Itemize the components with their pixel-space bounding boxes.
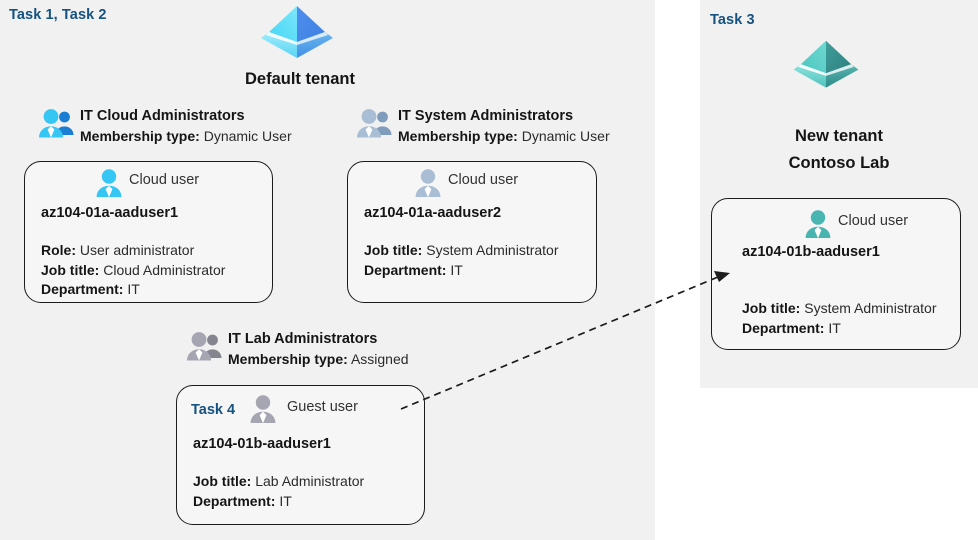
group-users-icon-cloud-admins — [38, 107, 78, 143]
membership-type-label-2: Membership type: — [398, 128, 518, 144]
attr-department: Department: IT — [364, 261, 559, 281]
attr-job-title: Job title: Lab Administrator — [193, 472, 364, 492]
attr-job-title-label-2: Job title: — [364, 242, 423, 258]
attr-job-title-value-2: System Administrator — [426, 242, 559, 258]
attr-job-title-label-4: Job title: — [742, 300, 801, 316]
attr-department-label-4: Department: — [742, 319, 825, 336]
user-type-aaduser2: Cloud user — [448, 172, 519, 188]
attr-job-title: Job title: System Administrator — [364, 241, 559, 261]
membership-type-label-3: Membership type: — [228, 351, 348, 367]
user-card-aaduser1-newtenant[interactable]: Cloud user az104-01b-aaduser1 Job title:… — [711, 198, 961, 350]
default-tenant-title: Default tenant — [244, 70, 355, 88]
membership-type-label: Membership type: — [80, 128, 200, 144]
attr-job-title: Job title: Cloud Administrator — [41, 261, 225, 281]
user-upn-newtenant: az104-01b-aaduser1 — [742, 244, 880, 260]
attr-department-label-3: Department: — [193, 492, 276, 509]
user-upn-aaduser1: az104-01a-aaduser1 — [41, 205, 179, 221]
group-name-it-lab-administrators: IT Lab Administrators — [228, 331, 378, 347]
attr-department-label: Department: — [41, 281, 124, 297]
group-membership-it-cloud-administrators: Membership type: Dynamic User — [80, 126, 292, 146]
membership-type-value-2: Dynamic User — [521, 128, 610, 144]
attr-role: Role: User administrator — [41, 241, 225, 261]
cloud-user-icon-aaduser1 — [95, 168, 123, 198]
attr-department-value-4: IT — [828, 319, 841, 336]
attr-department-label-2: Department: — [364, 261, 447, 278]
user-type-newtenant: Cloud user — [838, 213, 909, 229]
attr-job-title-value-3: Lab Administrator — [255, 473, 365, 489]
user-card-aaduser1-cloud[interactable]: Cloud user az104-01a-aaduser1 Role: User… — [24, 161, 273, 303]
user-attrs-aaduser2: Job title: System Administrator Departme… — [364, 241, 559, 280]
user-attrs-aaduser1: Role: User administrator Job title: Clou… — [41, 241, 225, 300]
attr-job-title-label: Job title: — [41, 261, 100, 278]
task-label-card-guest: Task 4 — [191, 402, 236, 418]
attr-job-title-label-3: Job title: — [193, 473, 252, 489]
attr-job-title: Job title: System Administrator — [742, 299, 937, 319]
user-type-guest: Guest user — [287, 399, 358, 415]
azure-ad-tenant-icon-new — [790, 37, 862, 95]
azure-ad-tenant-icon-default — [257, 2, 337, 66]
attr-department: Department: IT — [193, 492, 364, 512]
user-upn-guest: az104-01b-aaduser1 — [193, 436, 331, 452]
task-label-left: Task 1, Task 2 — [9, 7, 107, 23]
group-users-icon-lab-admins — [186, 330, 226, 366]
attr-department: Department: IT — [41, 280, 225, 300]
user-card-aaduser2-cloud[interactable]: Cloud user az104-01a-aaduser2 Job title:… — [347, 161, 597, 303]
membership-type-value: Dynamic User — [203, 128, 292, 144]
membership-type-value-3: Assigned — [350, 351, 409, 367]
new-tenant-title-line2: Contoso Lab — [788, 154, 890, 172]
cloud-user-icon-aaduser2 — [414, 168, 442, 198]
attr-department-value-2: IT — [450, 261, 463, 278]
group-users-icon-system-admins — [356, 107, 396, 143]
attr-job-title-value: Cloud Administrator — [103, 261, 226, 278]
attr-department-value-3: IT — [279, 492, 292, 509]
attr-role-value: User administrator — [79, 242, 195, 258]
user-card-aaduser1-guest[interactable]: Task 4 Guest user az104-01b-aaduser1 Job… — [176, 385, 425, 525]
attr-role-label: Role: — [41, 242, 76, 258]
user-upn-aaduser2: az104-01a-aaduser2 — [364, 205, 502, 221]
group-name-it-system-administrators: IT System Administrators — [398, 108, 574, 124]
group-membership-it-lab-administrators: Membership type: Assigned — [228, 349, 409, 369]
attr-department: Department: IT — [742, 319, 937, 339]
attr-department-value: IT — [127, 281, 140, 297]
group-membership-it-system-administrators: Membership type: Dynamic User — [398, 126, 610, 146]
attr-job-title-value-4: System Administrator — [804, 300, 937, 316]
task-label-right: Task 3 — [710, 12, 755, 28]
user-type-aaduser1: Cloud user — [129, 172, 200, 188]
guest-user-icon-aaduser1 — [249, 394, 277, 424]
user-attrs-newtenant: Job title: System Administrator Departme… — [742, 299, 937, 338]
user-attrs-guest: Job title: Lab Administrator Department:… — [193, 472, 364, 511]
group-name-it-cloud-administrators: IT Cloud Administrators — [80, 108, 245, 124]
new-tenant-title-line1: New tenant — [794, 127, 883, 145]
cloud-user-icon-newtenant — [804, 209, 832, 239]
